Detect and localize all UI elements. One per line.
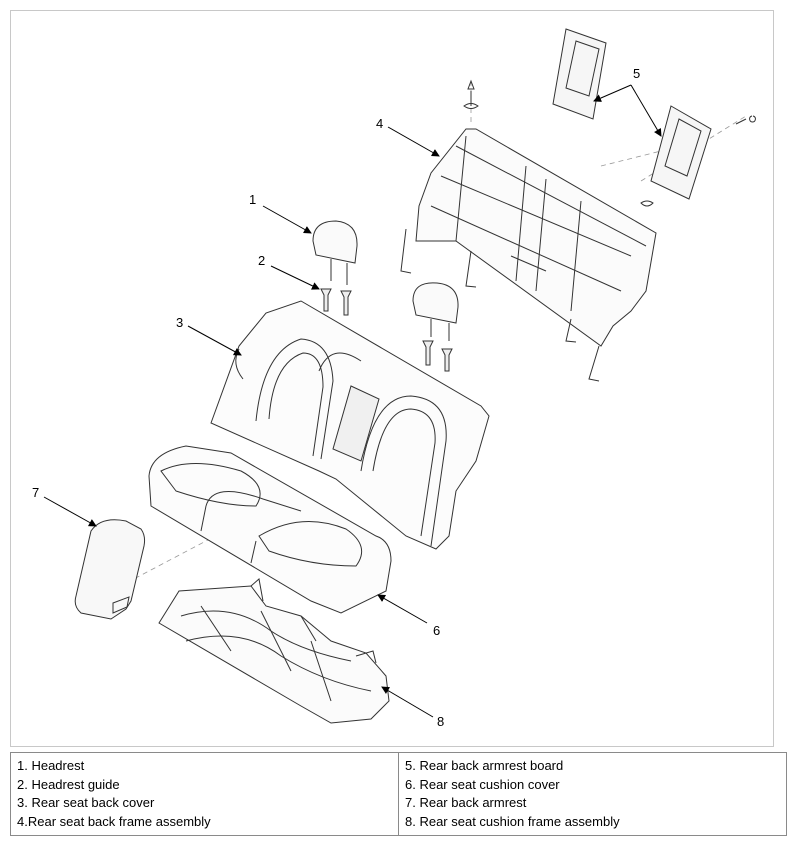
legend-item-seat-back-frame: 4.Rear seat back frame assembly bbox=[17, 813, 211, 829]
callout-1: 1 bbox=[249, 192, 257, 207]
callout-2: 2 bbox=[258, 253, 266, 268]
rear-armrest bbox=[74, 519, 146, 620]
headrests bbox=[312, 220, 459, 341]
legend-item-armrest: 7. Rear back armrest bbox=[405, 795, 527, 810]
legend-item-cushion-frame: 8. Rear seat cushion frame assembly bbox=[405, 813, 620, 829]
callout-3: 3 bbox=[176, 315, 184, 330]
armrest-boards bbox=[552, 28, 712, 200]
seat-back-frame bbox=[400, 79, 756, 382]
parts-legend: 1. Headrest 2. Headrest guide 3. Rear se… bbox=[10, 752, 787, 836]
callout-6: 6 bbox=[433, 623, 441, 638]
legend-column-right: 5. Rear back armrest board 6. Rear seat … bbox=[398, 753, 786, 835]
seat-cushion-frame bbox=[158, 578, 390, 724]
callout-8: 8 bbox=[437, 714, 445, 729]
legend-item-headrest: 1. Headrest bbox=[17, 758, 85, 773]
legend-item-cushion-cover: 6. Rear seat cushion cover bbox=[405, 776, 560, 792]
exploded-diagram: 1 2 3 4 5 6 7 8 bbox=[10, 10, 774, 747]
callout-7: 7 bbox=[32, 485, 40, 500]
legend-column-left: 1. Headrest 2. Headrest guide 3. Rear se… bbox=[11, 753, 398, 835]
leader-arrows bbox=[43, 84, 662, 718]
legend-item-armrest-board: 5. Rear back armrest board bbox=[405, 758, 564, 773]
headrest-guides bbox=[320, 288, 453, 372]
diagram-drawing bbox=[43, 28, 756, 724]
seat-cushion-cover bbox=[148, 445, 392, 614]
legend-item-headrest-guide: 2. Headrest guide bbox=[17, 776, 120, 792]
legend-item-seat-back-cover: 3. Rear seat back cover bbox=[17, 795, 155, 810]
callout-5: 5 bbox=[633, 66, 641, 81]
callout-4: 4 bbox=[376, 116, 384, 131]
